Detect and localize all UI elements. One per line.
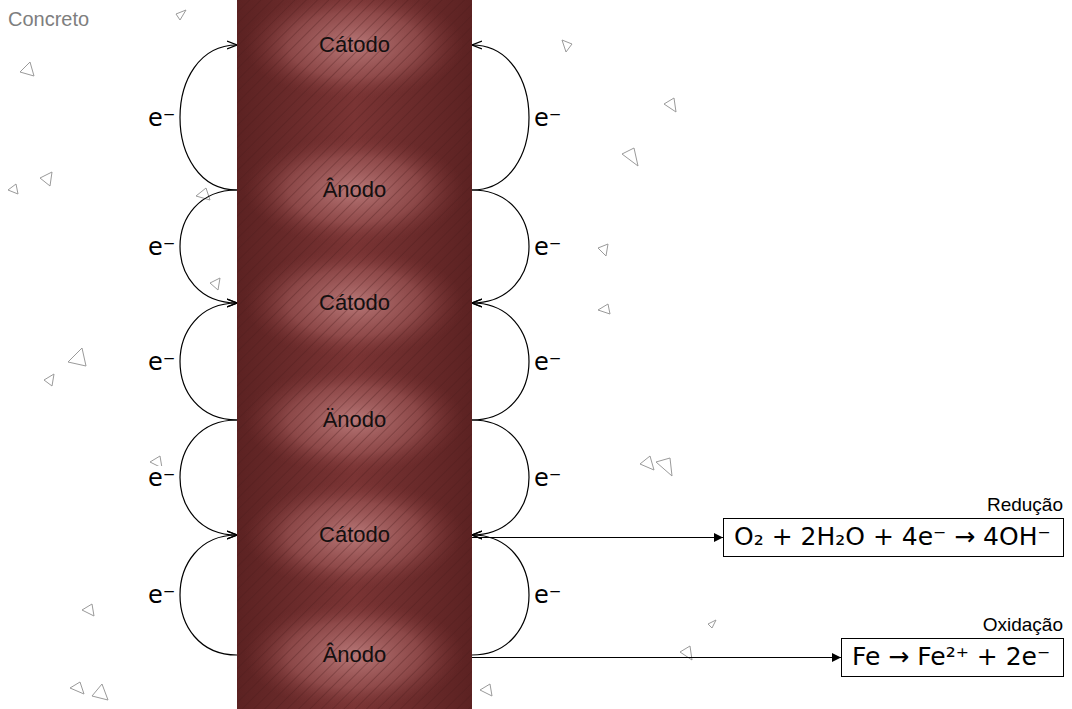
electron-flow-arc xyxy=(180,535,237,655)
electron-label: e⁻ xyxy=(533,466,562,490)
electron-flow-arc xyxy=(180,420,237,535)
electron-flow-arc xyxy=(472,190,529,303)
material-label: Concreto xyxy=(8,8,89,31)
reaction-type: Redução xyxy=(987,494,1063,516)
reaction-equation: Fe → Fe²⁺ + 2e⁻ xyxy=(852,642,1050,671)
electron-label: e⁻ xyxy=(147,583,176,607)
electrode-zone: Änodo xyxy=(237,392,472,448)
electron-flow-arc xyxy=(180,45,237,190)
electron-label: e⁻ xyxy=(533,583,562,607)
electron-flow-arc xyxy=(472,535,529,655)
electron-label: e⁻ xyxy=(147,235,176,259)
electron-flow-arc xyxy=(472,420,529,535)
reaction-box: ReduçãoO₂ + 2H₂O + 4e⁻ → 4OH⁻ xyxy=(723,518,1064,557)
electron-flow-arc xyxy=(180,303,237,420)
zone-label: Cátodo xyxy=(319,522,390,548)
electron-label: e⁻ xyxy=(147,350,176,374)
zone-label: Änodo xyxy=(323,407,387,433)
electrode-zone: Cátodo xyxy=(237,507,472,563)
zone-label: Ânodo xyxy=(323,177,387,203)
electrode-zone: Cátodo xyxy=(237,275,472,331)
electrode-zone: Cátodo xyxy=(237,17,472,73)
electrode-zone: Ânodo xyxy=(237,162,472,218)
reaction-equation: O₂ + 2H₂O + 4e⁻ → 4OH⁻ xyxy=(734,522,1051,551)
electrode-zone: Ânodo xyxy=(237,627,472,683)
leader-arrow xyxy=(472,657,841,658)
electron-label: e⁻ xyxy=(533,350,562,374)
electron-label: e⁻ xyxy=(533,106,562,130)
reaction-box: OxidaçãoFe → Fe²⁺ + 2e⁻ xyxy=(841,638,1064,677)
electron-label: e⁻ xyxy=(533,235,562,259)
leader-arrow xyxy=(472,537,723,538)
electron-flow-arc xyxy=(472,303,529,420)
zone-label: Ânodo xyxy=(323,642,387,668)
electron-label: e⁻ xyxy=(147,466,176,490)
steel-rebar xyxy=(237,0,472,709)
electron-label: e⁻ xyxy=(147,106,176,130)
zone-label: Cátodo xyxy=(319,32,390,58)
zone-label: Cátodo xyxy=(319,290,390,316)
electron-flow-arc xyxy=(472,45,529,190)
reaction-type: Oxidação xyxy=(983,614,1063,636)
electron-flow-arc xyxy=(180,190,237,303)
